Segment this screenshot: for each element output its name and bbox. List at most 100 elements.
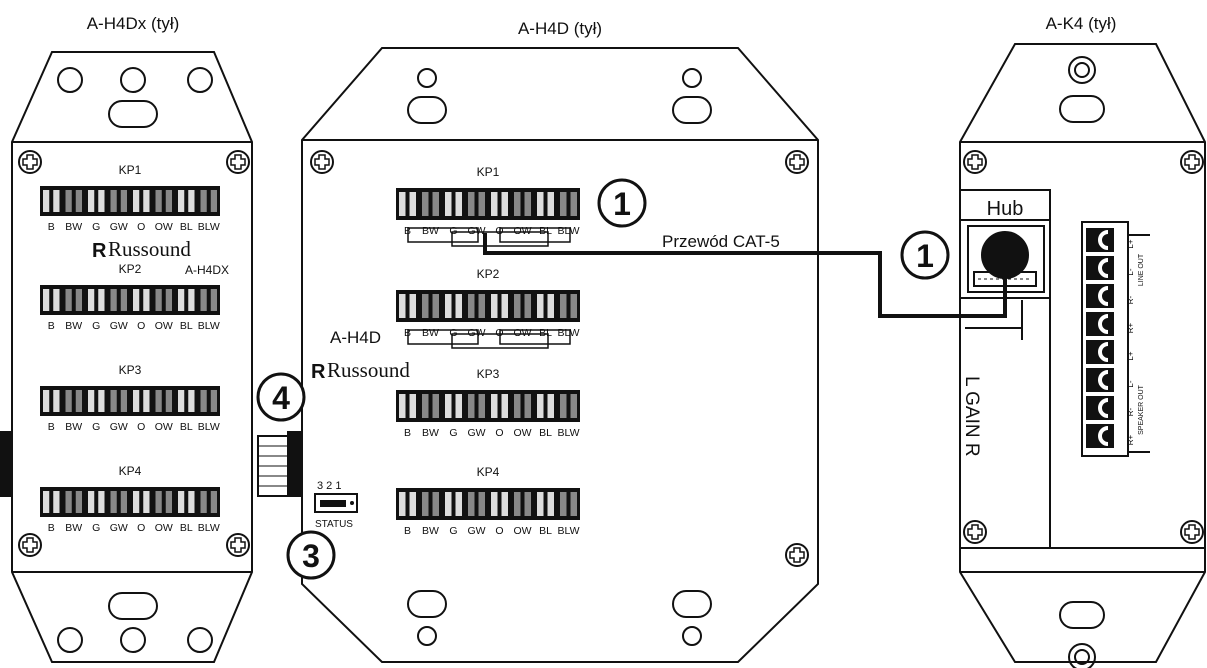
pin-label: B xyxy=(48,320,55,332)
terminal-label: L+ xyxy=(1126,239,1135,248)
pin-label: B xyxy=(48,522,55,534)
pin-separator xyxy=(428,392,433,420)
pin-separator xyxy=(94,287,99,313)
mounting-slot xyxy=(1059,95,1105,123)
mounting-hole xyxy=(1068,56,1096,84)
pin-separator xyxy=(405,392,410,420)
pin-label: BLW xyxy=(558,525,580,537)
terminal-label: R- xyxy=(1126,407,1135,416)
screw-icon xyxy=(226,150,250,174)
pin-separator xyxy=(139,489,144,515)
terminal-screw: R- xyxy=(1086,284,1135,308)
gain-label: L GAIN R xyxy=(961,376,982,457)
pin-label: G xyxy=(92,522,100,534)
pin-separator xyxy=(543,292,548,320)
terminal-screw: R- xyxy=(1086,396,1135,420)
mounting-hole xyxy=(417,68,437,88)
pin-label: BL xyxy=(180,522,193,534)
pin-label: GW xyxy=(110,421,128,433)
pin-label: GW xyxy=(110,320,128,332)
pin-label: O xyxy=(495,525,503,537)
mounting-slot xyxy=(672,96,712,124)
pin-separator xyxy=(161,388,166,414)
terminal-label: R+ xyxy=(1126,322,1135,333)
pin-label: BLW xyxy=(558,225,580,237)
pin-label: OW xyxy=(155,522,173,534)
pin-separator xyxy=(94,388,99,414)
callout-3-status xyxy=(286,530,336,580)
pin-label: GW xyxy=(110,221,128,233)
pin-label: BLW xyxy=(558,427,580,439)
a-h4dx-bracket xyxy=(11,51,253,663)
callout-1-kp1 xyxy=(597,178,647,228)
pin-separator xyxy=(161,188,166,214)
screw-icon xyxy=(785,543,809,567)
pin-separator xyxy=(116,287,121,313)
terminal-screw: L+ xyxy=(1086,228,1135,252)
pin-separator xyxy=(566,392,571,420)
screw-icon xyxy=(18,533,42,557)
terminal-screw: L- xyxy=(1086,256,1135,280)
cat5-cable xyxy=(483,233,1007,318)
pin-label: OW xyxy=(513,225,531,237)
keypad-port-label: KP4 xyxy=(477,465,500,479)
pin-separator xyxy=(71,489,76,515)
pin-separator xyxy=(116,489,121,515)
mounting-slot xyxy=(1059,601,1105,629)
pin-label: OW xyxy=(513,427,531,439)
pin-separator xyxy=(474,190,479,218)
mounting-hole xyxy=(57,67,83,93)
pin-label: G xyxy=(449,225,457,237)
pin-separator xyxy=(497,392,502,420)
screw-icon xyxy=(963,520,987,544)
pin-label: BL xyxy=(539,427,552,439)
pin-label: BW xyxy=(422,525,439,537)
pin-separator xyxy=(49,188,54,214)
a-h4dx-brand-mark: R xyxy=(92,240,107,262)
pin-separator xyxy=(451,292,456,320)
pin-label: BLW xyxy=(558,327,580,339)
status-jumper[interactable] xyxy=(314,493,358,513)
pin-separator xyxy=(94,489,99,515)
pin-label: BLW xyxy=(198,320,220,332)
screw-icon xyxy=(963,150,987,174)
keypad-port-label: KP4 xyxy=(119,464,142,478)
pin-label: BW xyxy=(65,522,82,534)
pin-separator xyxy=(566,490,571,518)
pin-separator xyxy=(474,392,479,420)
pin-separator xyxy=(451,190,456,218)
pin-separator xyxy=(139,388,144,414)
mounting-hole xyxy=(682,626,702,646)
screw-icon xyxy=(785,150,809,174)
pin-separator xyxy=(49,287,54,313)
pin-label: BLW xyxy=(198,522,220,534)
pin-label: BW xyxy=(422,327,439,339)
pin-separator xyxy=(184,489,189,515)
pin-separator xyxy=(451,392,456,420)
pin-separator xyxy=(543,490,548,518)
mounting-hole xyxy=(120,67,146,93)
pin-separator xyxy=(474,292,479,320)
pin-label: G xyxy=(449,327,457,339)
pin-label: G xyxy=(92,320,100,332)
mounting-hole xyxy=(1068,643,1096,668)
pin-label: O xyxy=(495,427,503,439)
pin-label: OW xyxy=(513,525,531,537)
pin-label: G xyxy=(92,421,100,433)
a-h4d-brand-mark: R xyxy=(311,361,326,383)
pin-separator xyxy=(116,188,121,214)
pin-label: G xyxy=(449,427,457,439)
screw-icon xyxy=(310,150,334,174)
pin-label: BL xyxy=(539,327,552,339)
callout-text-1: 1 xyxy=(613,186,631,222)
pin-label: BL xyxy=(180,421,193,433)
mounting-hole xyxy=(417,626,437,646)
a-h4d-model: A-H4D xyxy=(330,328,381,347)
mounting-hole xyxy=(57,627,83,653)
callout-1-hub xyxy=(900,230,950,280)
pin-label: BL xyxy=(539,225,552,237)
pin-label: OW xyxy=(155,221,173,233)
